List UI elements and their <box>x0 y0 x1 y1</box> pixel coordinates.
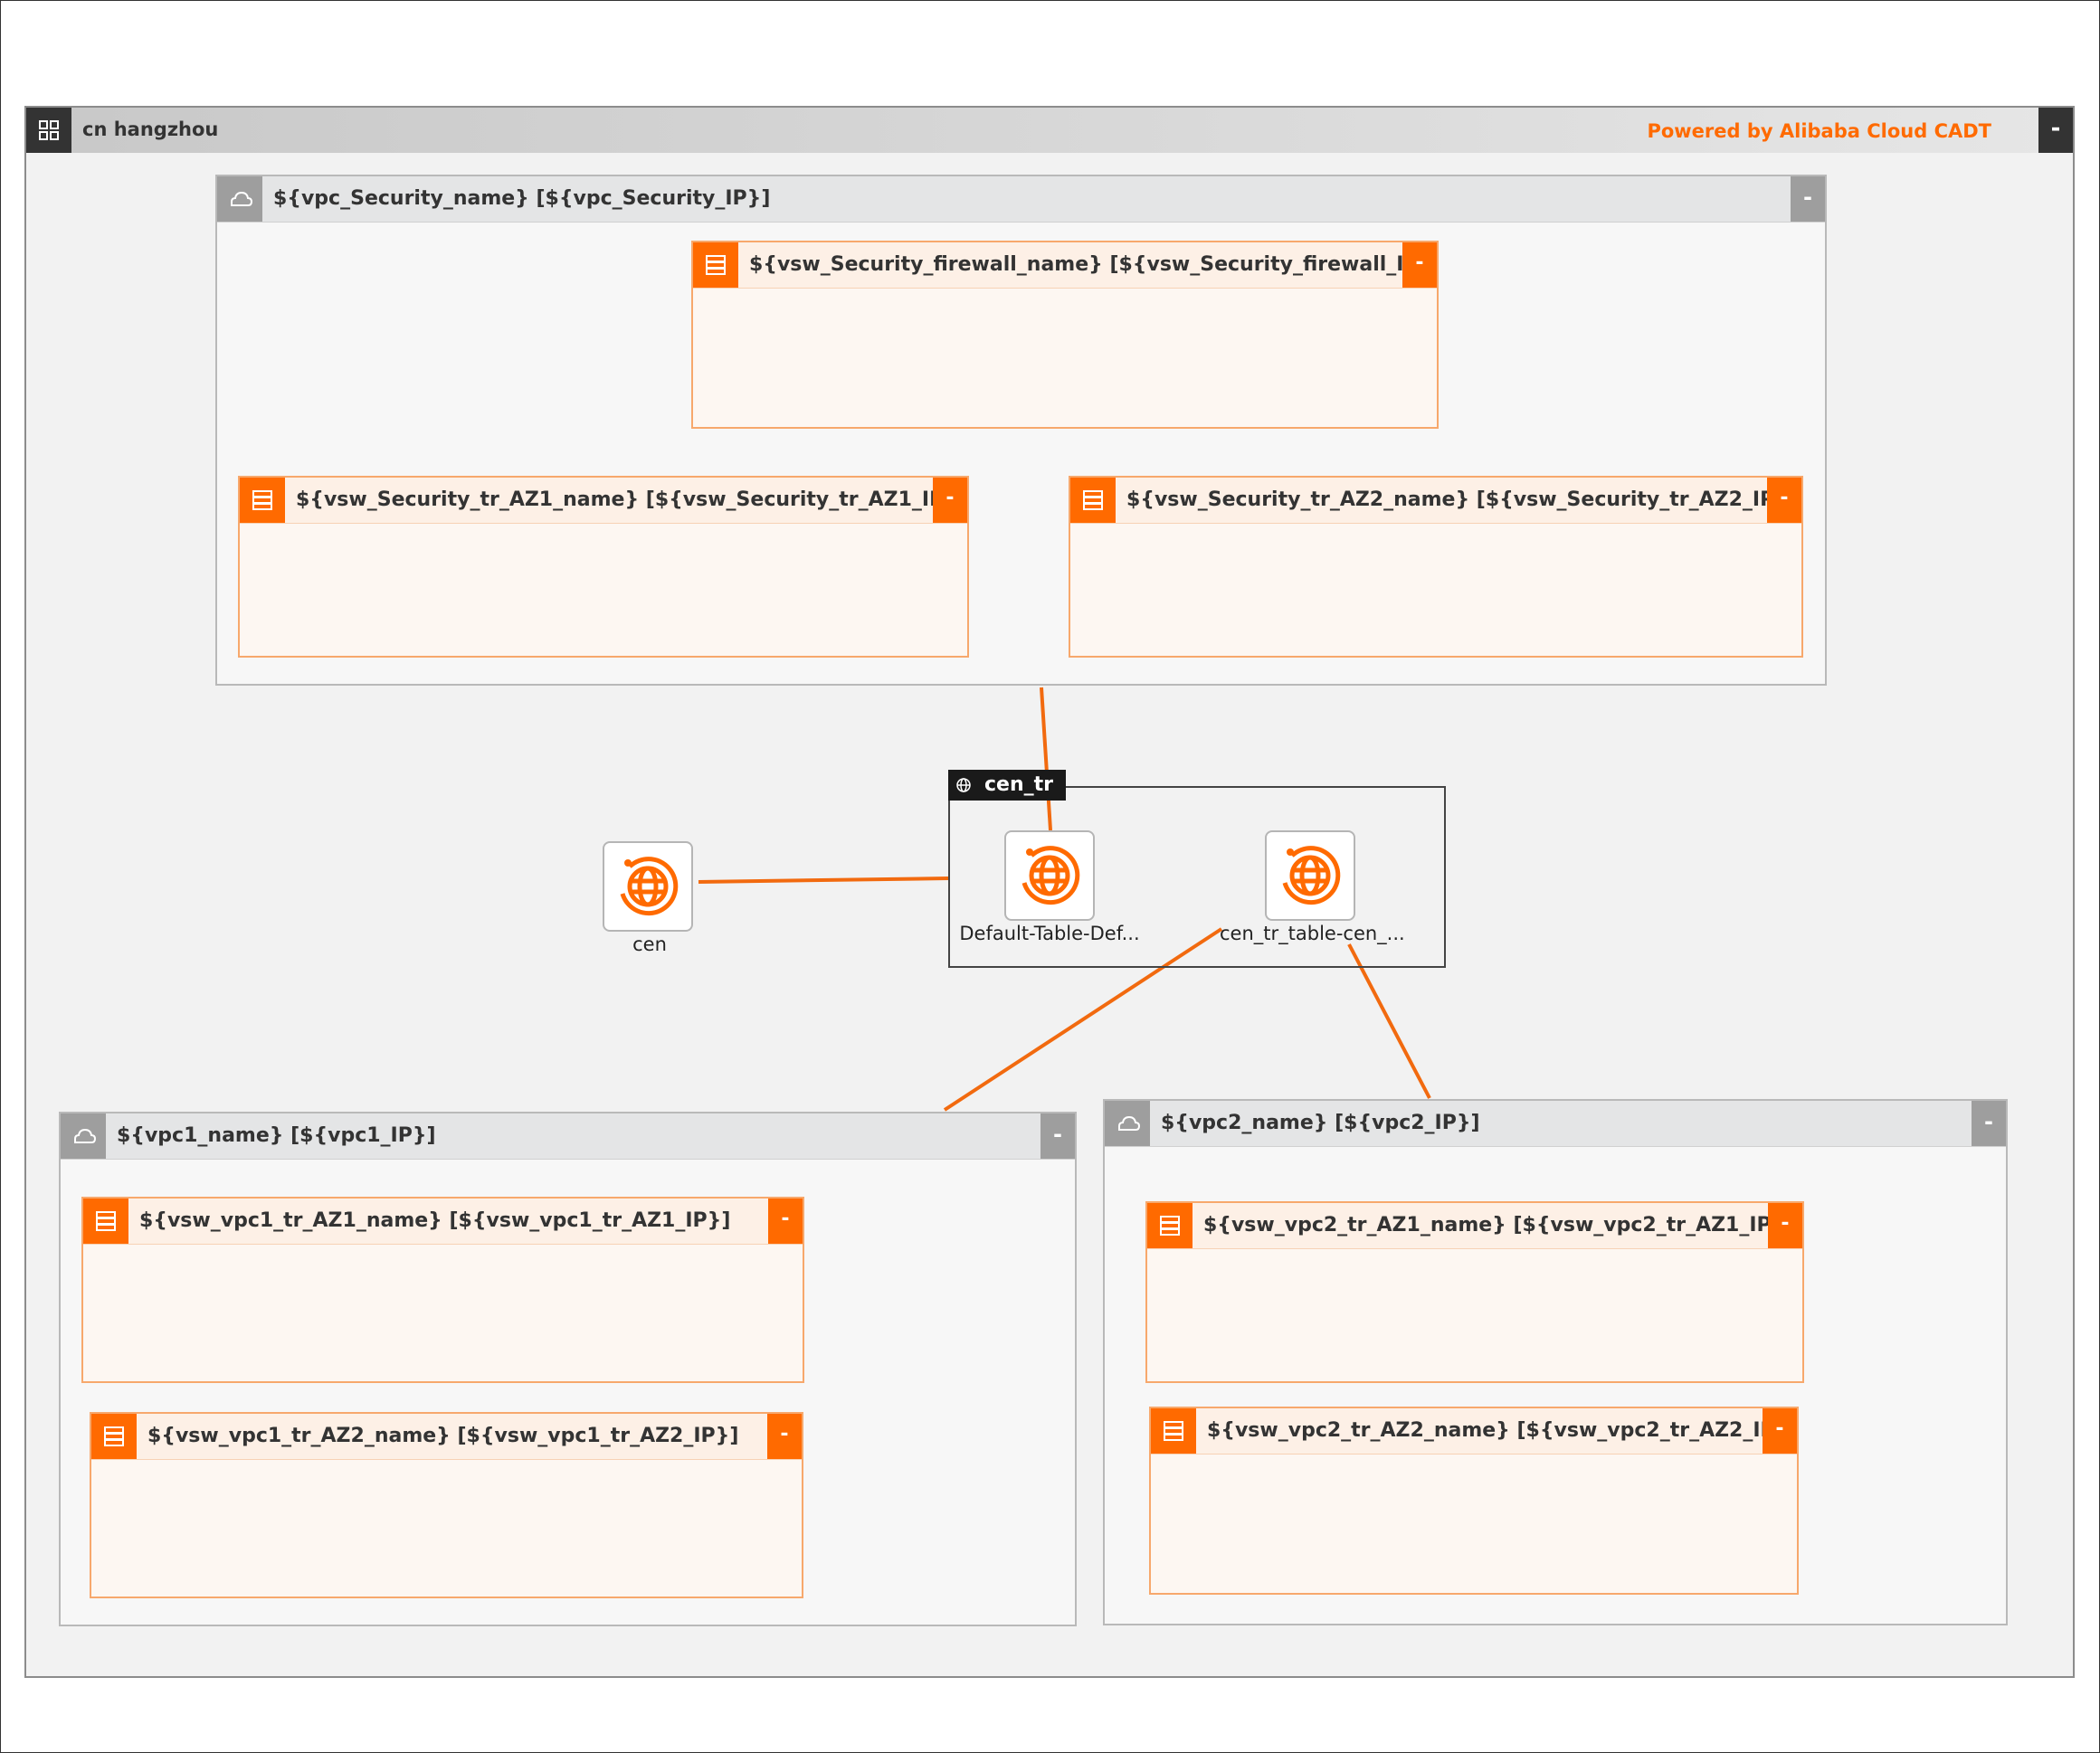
vsw-security-tr-az1[interactable]: ${vsw_Security_tr_AZ1_name} [${vsw_Secur… <box>238 476 969 658</box>
vsw-title: ${vsw_vpc2_tr_AZ1_name} [${vsw_vpc2_tr_A… <box>1203 1214 1786 1237</box>
vpc-collapse-button[interactable]: - <box>1791 176 1825 222</box>
server-icon <box>1151 1408 1196 1454</box>
vpc-header: ${vpc1_name} [${vpc1_IP}] - <box>61 1113 1075 1160</box>
vpc-title: ${vpc2_name} [${vpc2_IP}] <box>1161 1112 1480 1134</box>
cen-label: cen <box>632 933 667 955</box>
vsw-collapse-button[interactable]: - <box>1763 1408 1797 1454</box>
vsw-security-firewall[interactable]: ${vsw_Security_firewall_name} [${vsw_Sec… <box>691 241 1439 429</box>
grid-icon <box>26 108 71 153</box>
link-table-to-vpc1 <box>943 927 1223 1112</box>
region-collapse-button[interactable]: - <box>2038 108 2073 153</box>
cloud-icon <box>1105 1101 1150 1146</box>
vpc-header: ${vpc_Security_name} [${vpc_Security_IP}… <box>217 176 1825 223</box>
server-icon <box>240 478 285 523</box>
server-icon <box>91 1414 137 1459</box>
vsw-header: ${vsw_vpc2_tr_AZ2_name} [${vsw_vpc2_tr_A… <box>1151 1408 1797 1455</box>
link-table-to-vpc2 <box>1347 943 1431 1099</box>
vsw-collapse-button[interactable]: - <box>1402 242 1437 288</box>
vsw-collapse-button[interactable]: - <box>1768 1203 1802 1248</box>
brand-label: Powered by Alibaba Cloud CADT <box>1647 120 1991 142</box>
globe-refresh-icon <box>620 857 679 916</box>
cen-node[interactable] <box>603 841 693 932</box>
link-security-to-default-table <box>1040 687 1052 831</box>
vsw-header: ${vsw_Security_tr_AZ2_name} [${vsw_Secur… <box>1070 478 1801 524</box>
server-icon <box>1147 1203 1193 1248</box>
vsw-title: ${vsw_vpc2_tr_AZ2_name} [${vsw_vpc2_tr_A… <box>1207 1419 1790 1442</box>
region-header: cn hangzhou Powered by Alibaba Cloud CAD… <box>26 108 2073 153</box>
vsw-security-tr-az2[interactable]: ${vsw_Security_tr_AZ2_name} [${vsw_Secur… <box>1069 476 1803 658</box>
cloud-icon <box>61 1113 106 1159</box>
vpc-collapse-button[interactable]: - <box>1040 1113 1075 1159</box>
vpc-title: ${vpc_Security_name} [${vpc_Security_IP}… <box>273 187 771 210</box>
route-table-default[interactable] <box>1004 830 1095 921</box>
vpc-header: ${vpc2_name} [${vpc2_IP}] - <box>1105 1101 2006 1147</box>
vsw-vpc1-tr-az2[interactable]: ${vsw_vpc1_tr_AZ2_name} [${vsw_vpc1_tr_A… <box>90 1412 803 1598</box>
vsw-collapse-button[interactable]: - <box>767 1414 802 1459</box>
vpc-title: ${vpc1_name} [${vpc1_IP}] <box>117 1124 436 1147</box>
globe-refresh-icon <box>1282 846 1341 905</box>
vsw-title: ${vsw_Security_tr_AZ2_name} [${vsw_Secur… <box>1126 488 1789 511</box>
vsw-title: ${vsw_vpc1_tr_AZ2_name} [${vsw_vpc1_tr_A… <box>147 1425 739 1447</box>
vsw-header: ${vsw_vpc1_tr_AZ1_name} [${vsw_vpc1_tr_A… <box>83 1199 803 1245</box>
transit-router-title: cen_tr <box>984 773 1053 796</box>
globe-refresh-icon <box>1021 846 1080 905</box>
transit-router-tag: cen_tr <box>948 770 1066 801</box>
link-cen-to-transit-router <box>698 876 950 884</box>
region-title: cn hangzhou <box>82 118 219 140</box>
vsw-vpc1-tr-az1[interactable]: ${vsw_vpc1_tr_AZ1_name} [${vsw_vpc1_tr_A… <box>81 1197 804 1383</box>
route-table-label: cen_tr_table-cen_... <box>1220 923 1405 944</box>
vsw-collapse-button[interactable]: - <box>768 1199 803 1244</box>
vsw-header: ${vsw_vpc1_tr_AZ2_name} [${vsw_vpc1_tr_A… <box>91 1414 802 1460</box>
vsw-header: ${vsw_vpc2_tr_AZ1_name} [${vsw_vpc2_tr_A… <box>1147 1203 1802 1249</box>
vsw-vpc2-tr-az2[interactable]: ${vsw_vpc2_tr_AZ2_name} [${vsw_vpc2_tr_A… <box>1149 1407 1799 1595</box>
vsw-header: ${vsw_Security_tr_AZ1_name} [${vsw_Secur… <box>240 478 967 524</box>
globe-icon <box>956 778 971 792</box>
server-icon <box>83 1199 128 1244</box>
vsw-collapse-button[interactable]: - <box>933 478 967 523</box>
vsw-vpc2-tr-az1[interactable]: ${vsw_vpc2_tr_AZ1_name} [${vsw_vpc2_tr_A… <box>1145 1201 1804 1383</box>
vsw-collapse-button[interactable]: - <box>1767 478 1801 523</box>
vsw-title: ${vsw_vpc1_tr_AZ1_name} [${vsw_vpc1_tr_A… <box>139 1209 731 1232</box>
cloud-icon <box>217 176 262 222</box>
vsw-title: ${vsw_Security_tr_AZ1_name} [${vsw_Secur… <box>296 488 958 511</box>
route-table-label: Default-Table-Def... <box>959 923 1140 944</box>
vsw-header: ${vsw_Security_firewall_name} [${vsw_Sec… <box>693 242 1437 289</box>
transit-router-box[interactable]: cen_tr <box>948 770 1446 968</box>
route-table-cen[interactable] <box>1265 830 1355 921</box>
server-icon <box>1070 478 1116 523</box>
vsw-title: ${vsw_Security_firewall_name} [${vsw_Sec… <box>749 253 1433 276</box>
server-icon <box>693 242 738 288</box>
vpc-collapse-button[interactable]: - <box>1972 1101 2006 1146</box>
